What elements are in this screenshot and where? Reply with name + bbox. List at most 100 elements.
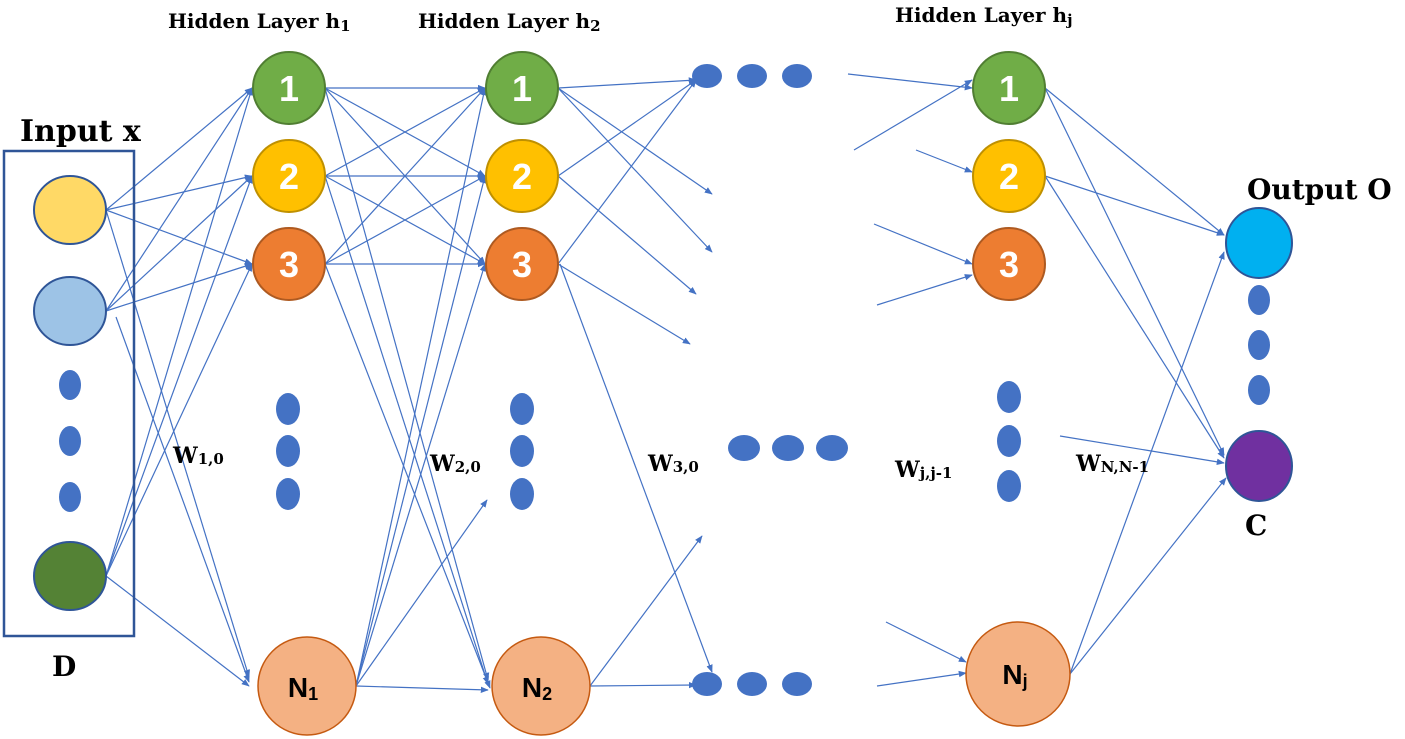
connection-arrow [557, 77, 697, 89]
connection-arrow [105, 575, 250, 687]
hj-node-1-label: 1 [999, 68, 1019, 109]
connection-arrow [915, 149, 973, 173]
connection-arrow [324, 263, 491, 689]
output-ellipsis-dot [1248, 285, 1270, 315]
ellipsis-dot [782, 672, 812, 696]
h2-node-3 [485, 227, 559, 301]
connection-arrow [559, 263, 713, 673]
input-dimension-label: D [52, 650, 76, 683]
h2-node-3-label: 3 [512, 244, 532, 285]
connection-arrow [105, 263, 253, 577]
input-node-d [33, 541, 107, 611]
connection-arrow [1069, 251, 1225, 675]
h1-node-n [257, 636, 357, 736]
connection-arrow [589, 535, 703, 687]
connection-arrow [355, 175, 487, 687]
input-node-1 [33, 175, 107, 245]
connection-arrow [1044, 87, 1225, 236]
ellipsis-dot [737, 64, 767, 88]
h1-node-3-label: 3 [279, 244, 299, 285]
connection-arrow [115, 316, 250, 683]
connection-arrow [355, 87, 487, 687]
hidden-layer-1: 1 2 3 N1 [252, 51, 357, 736]
weight-label-wn: WN,N-1 [1075, 451, 1149, 477]
h1-node-2 [252, 139, 326, 213]
hj-node-n [965, 621, 1071, 727]
connection-arrow [105, 174, 253, 211]
weight-label-wj: Wj,j-1 [894, 457, 952, 483]
connection-arrow [105, 175, 253, 312]
h1-node-n-label: N1 [288, 672, 318, 704]
connection-arrow [885, 621, 967, 663]
connection-arrow [557, 175, 697, 295]
output-ellipsis-dot [1248, 375, 1270, 405]
h1-ellipsis-dot [276, 393, 300, 425]
h2-node-n [491, 636, 591, 736]
connection-arrow [853, 79, 973, 151]
connection-arrow [589, 681, 697, 689]
connection-arrow [557, 263, 691, 345]
output-ellipsis-dot [1248, 330, 1270, 360]
hj-ellipsis-dot [997, 381, 1021, 413]
connection-arrow [355, 499, 488, 687]
connection-arrow [876, 274, 973, 306]
ellipsis-dot [782, 64, 812, 88]
h1-node-1-label: 1 [279, 68, 299, 109]
ellipsis-dot [816, 435, 848, 461]
weight-label-w3: W3,0 [647, 451, 699, 477]
connection-arrow [105, 87, 254, 577]
h1-node-1 [252, 51, 326, 125]
input-ellipsis-dot [59, 426, 81, 456]
connection-arrow [847, 73, 973, 91]
input-ellipsis-dot [59, 482, 81, 512]
connection-arrow [557, 87, 713, 253]
hj-ellipsis-dot [997, 470, 1021, 502]
ellipsis-dot [737, 672, 767, 696]
hidden-layer-j-label: Hidden Layer hj [895, 3, 1073, 29]
hj-node-3-label: 3 [999, 244, 1019, 285]
hidden-layer-1-label: Hidden Layer h1 [168, 9, 351, 35]
connection-arrow [355, 685, 489, 693]
connection-arrow [1044, 87, 1225, 456]
connection-arrow [873, 223, 973, 265]
connection-arrow [105, 87, 253, 312]
ellipsis-dot [692, 64, 722, 88]
connection-arrow [557, 79, 697, 265]
h2-node-1 [485, 51, 559, 125]
h2-ellipsis-dot [510, 478, 534, 510]
connection-arrow [105, 209, 253, 265]
input-layer-box [2, 149, 136, 638]
connection-arrow [324, 87, 486, 177]
connection-arrow [557, 79, 697, 177]
ellipsis-dot [728, 435, 760, 461]
hidden-layer-2-label: Hidden Layer h2 [418, 9, 601, 35]
output-layer [1225, 207, 1293, 502]
h1-node-2-label: 2 [279, 156, 299, 197]
connection-arrow [105, 209, 250, 678]
connection-arrow [557, 87, 713, 195]
h2-ellipsis-dot [510, 435, 534, 467]
connection-arrow [105, 175, 253, 577]
h2-ellipsis-dot [510, 393, 534, 425]
weight-label-w2: W2,0 [429, 451, 481, 477]
connection-arrow [324, 87, 490, 681]
layer-ellipsis-dots [692, 64, 848, 696]
connection-arrow [324, 175, 489, 685]
output-node-c [1225, 430, 1293, 502]
connection-arrow [876, 670, 967, 687]
h1-ellipsis-dot [276, 478, 300, 510]
connection-edges [105, 73, 1227, 693]
connection-arrow [324, 175, 486, 265]
connection-arrow [1059, 435, 1225, 465]
hj-node-2 [972, 139, 1046, 213]
hidden-layer-2: 1 2 3 N2 [485, 51, 591, 736]
output-label: Output O [1247, 173, 1392, 206]
input-ellipsis-dot [59, 370, 81, 400]
h2-node-n-label: N2 [522, 672, 552, 704]
connection-arrow [1044, 175, 1225, 236]
connection-arrow [1044, 175, 1225, 459]
h1-ellipsis-dot [276, 435, 300, 467]
hidden-layer-j: 1 2 3 Nj [965, 51, 1071, 727]
weight-label-w1: W1,0 [172, 443, 224, 469]
